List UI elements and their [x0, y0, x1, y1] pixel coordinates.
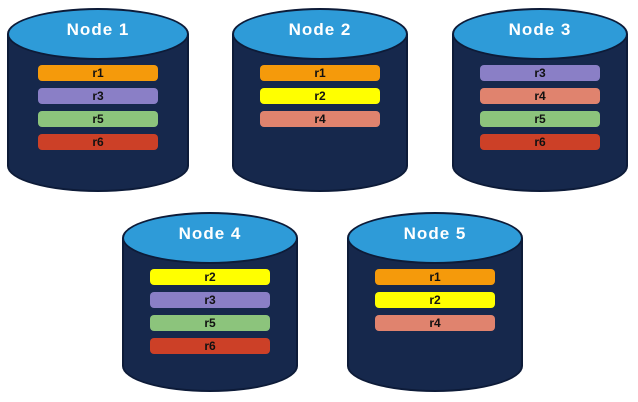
- replica-bar-r5[interactable]: r5: [480, 111, 600, 127]
- replica-bar-r1[interactable]: r1: [375, 269, 495, 285]
- replica-stack: r1 r2 r4: [347, 269, 523, 331]
- replica-bar-r6[interactable]: r6: [38, 134, 158, 150]
- cylinder-top-ellipse: [232, 8, 408, 60]
- replica-bar-r4[interactable]: r4: [480, 88, 600, 104]
- replica-stack: r3 r4 r5 r6: [452, 65, 628, 150]
- replica-bar-r2[interactable]: r2: [260, 88, 380, 104]
- replica-bar-r3[interactable]: r3: [38, 88, 158, 104]
- replica-bar-r4[interactable]: r4: [375, 315, 495, 331]
- replica-bar-r3[interactable]: r3: [480, 65, 600, 81]
- replica-bar-r2[interactable]: r2: [150, 269, 270, 285]
- replica-stack: r1 r3 r5 r6: [7, 65, 189, 150]
- replica-bar-r5[interactable]: r5: [38, 111, 158, 127]
- cylinder-top-ellipse: [347, 212, 523, 264]
- replica-bar-r1[interactable]: r1: [38, 65, 158, 81]
- cylinder-top-ellipse: [122, 212, 298, 264]
- replica-bar-r6[interactable]: r6: [150, 338, 270, 354]
- cylinder-top-ellipse: [7, 8, 189, 60]
- replica-bar-r4[interactable]: r4: [260, 111, 380, 127]
- replica-bar-r6[interactable]: r6: [480, 134, 600, 150]
- replica-bar-r5[interactable]: r5: [150, 315, 270, 331]
- replica-bar-r1[interactable]: r1: [260, 65, 380, 81]
- replica-bar-r3[interactable]: r3: [150, 292, 270, 308]
- replica-bar-r2[interactable]: r2: [375, 292, 495, 308]
- replica-stack: r2 r3 r5 r6: [122, 269, 298, 354]
- cylinder-top-ellipse: [452, 8, 628, 60]
- replica-stack: r1 r2 r4: [232, 65, 408, 127]
